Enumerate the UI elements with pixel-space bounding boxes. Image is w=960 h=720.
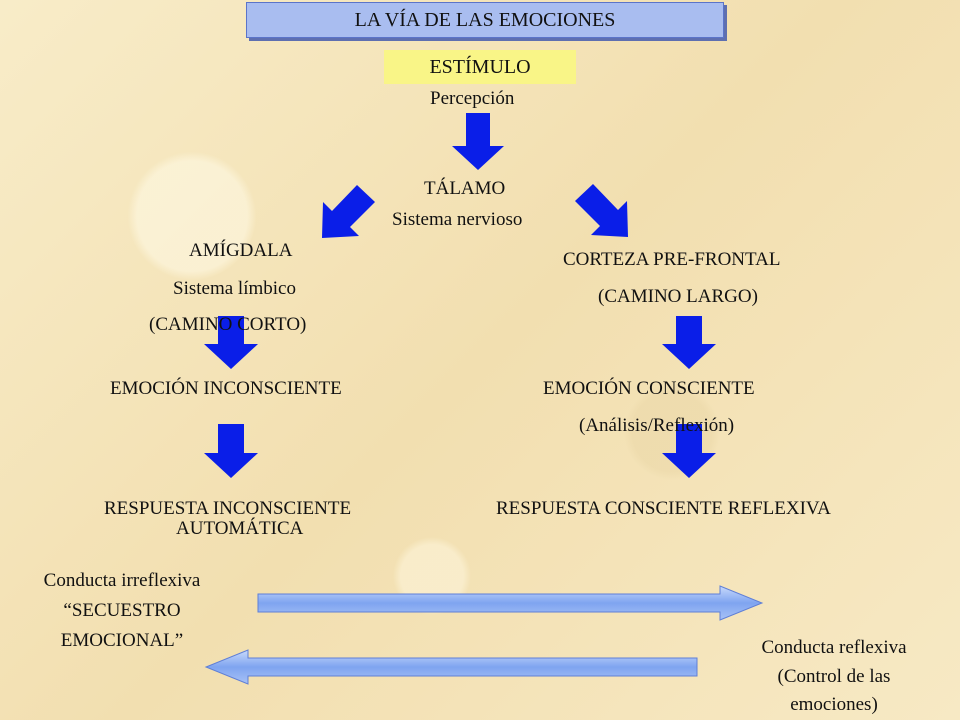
perception-label: Percepción xyxy=(430,88,515,109)
diagonal-arrow-left-icon xyxy=(322,185,375,238)
reflexive-behavior-line1: Conducta reflexiva xyxy=(761,637,907,658)
limbic-system-label: Sistema límbico xyxy=(173,278,296,299)
unconscious-response-line2: AUTOMÁTICA xyxy=(176,518,304,539)
reflexive-behavior-line3: emociones) xyxy=(790,694,878,715)
reflexive-behavior-line2: (Control de las xyxy=(777,666,891,687)
long-path-label: (CAMINO LARGO) xyxy=(598,286,758,307)
horizontal-arrow-left-icon xyxy=(204,649,698,685)
stimulus-box: ESTÍMULO xyxy=(384,50,576,84)
irreflexive-behavior-line1: Conducta irreflexiva xyxy=(43,570,201,591)
down-arrow-right-1-icon xyxy=(662,316,716,369)
conscious-response-label: RESPUESTA CONSCIENTE REFLEXIVA xyxy=(496,498,831,519)
thalamus-sub-label: Sistema nervioso xyxy=(392,209,523,230)
diagonal-arrow-right-icon xyxy=(575,184,628,237)
down-arrow-left-2-icon xyxy=(204,424,258,478)
amygdala-label: AMÍGDALA xyxy=(189,240,293,261)
diagram-title: LA VÍA DE LAS EMOCIONES xyxy=(246,2,724,38)
thalamus-label: TÁLAMO xyxy=(424,178,506,199)
irreflexive-behavior-line2: “SECUESTRO xyxy=(63,600,181,621)
horizontal-arrow-right-icon xyxy=(257,585,764,621)
conscious-emotion-label: EMOCIÓN CONSCIENTE xyxy=(543,378,755,399)
unconscious-emotion-label: EMOCIÓN INCONSCIENTE xyxy=(110,378,342,399)
down-arrow-right-2-icon xyxy=(662,424,716,478)
unconscious-response-line1: RESPUESTA INCONSCIENTE xyxy=(104,498,352,519)
prefrontal-cortex-label: CORTEZA PRE-FRONTAL xyxy=(563,249,781,270)
short-path-label: (CAMINO CORTO) xyxy=(149,314,307,335)
down-arrow-perception-icon xyxy=(452,113,504,170)
irreflexive-behavior-line3: EMOCIONAL” xyxy=(60,630,184,651)
down-arrow-left-1-icon xyxy=(204,316,258,369)
analysis-reflection-label: (Análisis/Reflexión) xyxy=(579,415,735,436)
